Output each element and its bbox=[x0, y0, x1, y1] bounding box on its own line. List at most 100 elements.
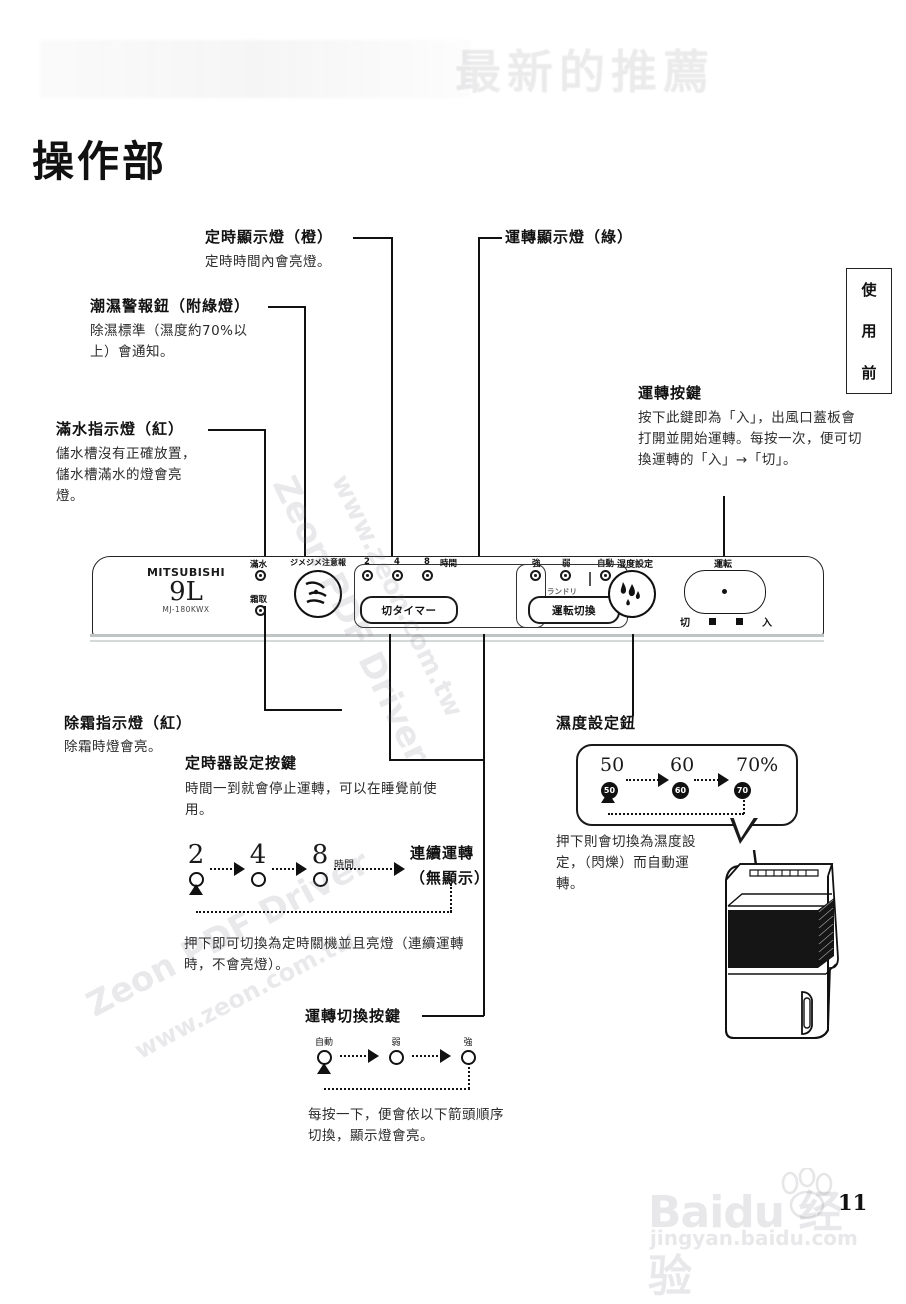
sequence-loop-line bbox=[324, 1088, 470, 1090]
timer-continuous-line2: （無顯示） bbox=[410, 869, 491, 887]
sequence-dotted-line bbox=[334, 868, 396, 870]
lamp-label-full-water: 滿水 bbox=[250, 560, 268, 570]
annotation-full-water: 滿水指示燈（紅） 儲水槽沒有正確放置，儲水槽滿水的燈會亮燈。 bbox=[56, 418, 196, 507]
panel-base-edge bbox=[90, 634, 824, 637]
sequence-loop-line bbox=[196, 911, 452, 913]
timer-continuous-line1: 連續運轉 bbox=[410, 844, 475, 862]
sequence-arrow bbox=[394, 862, 405, 876]
annotation-damp-alarm-body: 除濕標準（濕度約70%以上）會通知。 bbox=[90, 323, 248, 360]
leader-line bbox=[353, 237, 393, 239]
sequence-loop-line bbox=[468, 1063, 470, 1089]
run-button-onoff-marks: 切 入 bbox=[680, 614, 772, 629]
sequence-loop-line bbox=[743, 796, 745, 814]
leader-line bbox=[389, 634, 391, 760]
annotation-operation-button: 運轉按鍵 按下此鍵即為「入」，出風口蓋板會打開並開始運轉。每按一次，便可切換運轉… bbox=[638, 382, 863, 471]
leader-line bbox=[391, 237, 393, 562]
run-mark-right bbox=[735, 618, 743, 625]
sequence-dotted-line bbox=[210, 868, 236, 870]
mode-step-lamp-2 bbox=[388, 1050, 404, 1065]
annotation-defrost-lamp-body: 除霜時燈會亮。 bbox=[64, 739, 162, 755]
mode-step-label-2: 弱 bbox=[391, 1038, 401, 1048]
humidity-lamp-70: 70 bbox=[734, 782, 751, 799]
timer-lamp-unit: 時間 bbox=[440, 559, 458, 569]
side-tab-char-1: 使 bbox=[861, 281, 877, 300]
annotation-operation-lamp-heading: 運轉顯示燈（綠） bbox=[505, 228, 634, 246]
sequence-loop-arrow bbox=[317, 1063, 331, 1074]
annotation-operation-lamp: 運轉顯示燈（綠） bbox=[505, 226, 633, 247]
run-button-label: 運転 bbox=[714, 560, 733, 570]
lamp-full-water bbox=[255, 570, 266, 581]
leader-line bbox=[264, 429, 266, 562]
annotation-timer-lamp: 定時顯示燈（橙） 定時時間內會亮燈。 bbox=[205, 226, 435, 273]
annotation-mode-button-footer: 每按一下，便會依以下箭頭順序切換，顯示燈會亮。 bbox=[308, 1107, 504, 1144]
run-mark-left bbox=[709, 618, 717, 625]
annotation-full-water-heading: 滿水指示燈（紅） bbox=[56, 420, 185, 438]
brand-capacity: 9L bbox=[169, 577, 203, 607]
mode-lamp-weak bbox=[560, 570, 571, 581]
leader-line bbox=[304, 306, 306, 572]
mode-switch-button[interactable]: 運転切換 bbox=[528, 596, 620, 624]
leader-line bbox=[478, 237, 480, 562]
leader-line bbox=[264, 606, 266, 710]
humidity-set-knob[interactable] bbox=[608, 570, 656, 618]
sequence-loop-arrow bbox=[601, 792, 615, 803]
balloon-tail-inner bbox=[733, 816, 755, 838]
annotation-operation-button-body: 按下此鍵即為「入」，出風口蓋板會打開並開始運轉。每按一次，便可切換運轉的「入」→… bbox=[638, 410, 862, 468]
sequence-dotted-line bbox=[272, 868, 298, 870]
annotation-operation-button-heading: 運轉按鍵 bbox=[638, 384, 703, 402]
sequence-arrow bbox=[296, 862, 307, 876]
timer-lamp-4 bbox=[392, 570, 403, 581]
top-watermark-text: 最新的推薦 bbox=[455, 45, 715, 99]
panel-brand-block: MITSUBISHI 9L MJ-180KWX bbox=[136, 566, 236, 614]
annotation-mode-button-heading: 運轉切換按鍵 bbox=[305, 1007, 402, 1025]
damp-knob-label: ジメジメ注意報 bbox=[290, 558, 346, 567]
annotation-humidity-knob-heading: 濕度設定鈕 bbox=[556, 714, 637, 732]
page-title: 操作部 bbox=[32, 137, 168, 186]
timer-set-button[interactable]: 切タイマー bbox=[360, 596, 458, 624]
water-drop-icon bbox=[620, 582, 640, 606]
sequence-arrow bbox=[658, 773, 669, 787]
laundry-label: ランドリ bbox=[547, 587, 577, 596]
timer-lamp-2 bbox=[362, 570, 373, 581]
side-tab-char-3: 前 bbox=[861, 363, 877, 382]
lamp-label-defrost: 霜取 bbox=[250, 595, 268, 605]
annotation-timer-lamp-body: 定時時間內會亮燈。 bbox=[205, 254, 331, 270]
baidu-logo-subtext: jingyan.baidu.com bbox=[650, 1226, 858, 1250]
run-on-label: 入 bbox=[761, 618, 772, 629]
leader-line bbox=[422, 1015, 484, 1017]
leader-line bbox=[208, 429, 266, 431]
annotation-defrost-lamp: 除霜指示燈（紅） 除霜時燈會亮。 bbox=[64, 712, 244, 758]
sequence-dotted-line bbox=[340, 1055, 370, 1057]
mode-step-label-3: 強 bbox=[463, 1038, 473, 1048]
leader-line bbox=[478, 237, 502, 239]
timer-continuous-label: 連續運轉 （無顯示） bbox=[410, 842, 522, 888]
humidity-lamp-60: 60 bbox=[672, 782, 689, 799]
sequence-dotted-line bbox=[626, 779, 662, 781]
annotation-defrost-lamp-heading: 除霜指示燈（紅） bbox=[64, 714, 193, 732]
humidity-knob-label: 湿度設定 bbox=[617, 560, 654, 570]
run-button-center-dot bbox=[722, 589, 727, 594]
leader-line bbox=[723, 496, 725, 568]
leader-line bbox=[264, 709, 342, 711]
section-tab-before-use: 使 用 前 bbox=[846, 268, 892, 394]
damp-alarm-knob[interactable] bbox=[294, 570, 342, 618]
timer-step-lamp-2 bbox=[250, 872, 266, 887]
annotation-timer-button-footer: 押下即可切換為定時關機並且亮燈（連續運轉時，不會亮燈）。 bbox=[184, 936, 464, 973]
leader-line bbox=[268, 306, 306, 308]
annotation-timer-button: 定時器設定按鍵 時間一到就會停止運轉，可以在睡覺前使用。 bbox=[185, 752, 445, 821]
leader-line bbox=[389, 759, 485, 761]
sequence-arrow bbox=[234, 862, 245, 876]
sequence-loop-line bbox=[608, 813, 744, 815]
timer-lamp-label-4: 4 bbox=[394, 557, 400, 567]
annotation-humidity-knob-body: 押下則會切換為濕度設定，（閃爍）而自動運轉。 bbox=[556, 834, 696, 892]
sequence-dotted-line bbox=[412, 1055, 442, 1057]
mode-step-label-1: 自動 bbox=[314, 1038, 333, 1048]
dehumidifier-unit-illustration bbox=[706, 849, 876, 1045]
annotation-damp-alarm: 潮濕警報鈕（附綠燈） 除濕標準（濕度約70%以上）會通知。 bbox=[90, 295, 258, 363]
damp-knob-glyph bbox=[305, 581, 327, 605]
timer-lamp-label-2: 2 bbox=[364, 557, 370, 567]
timer-sequence-diagram: 2 4 8 時間 連續運轉 （無顯示） bbox=[182, 840, 512, 930]
mode-lamp-auto bbox=[600, 570, 611, 581]
leader-line bbox=[632, 634, 634, 716]
scan-smudge-artifact bbox=[40, 40, 470, 98]
